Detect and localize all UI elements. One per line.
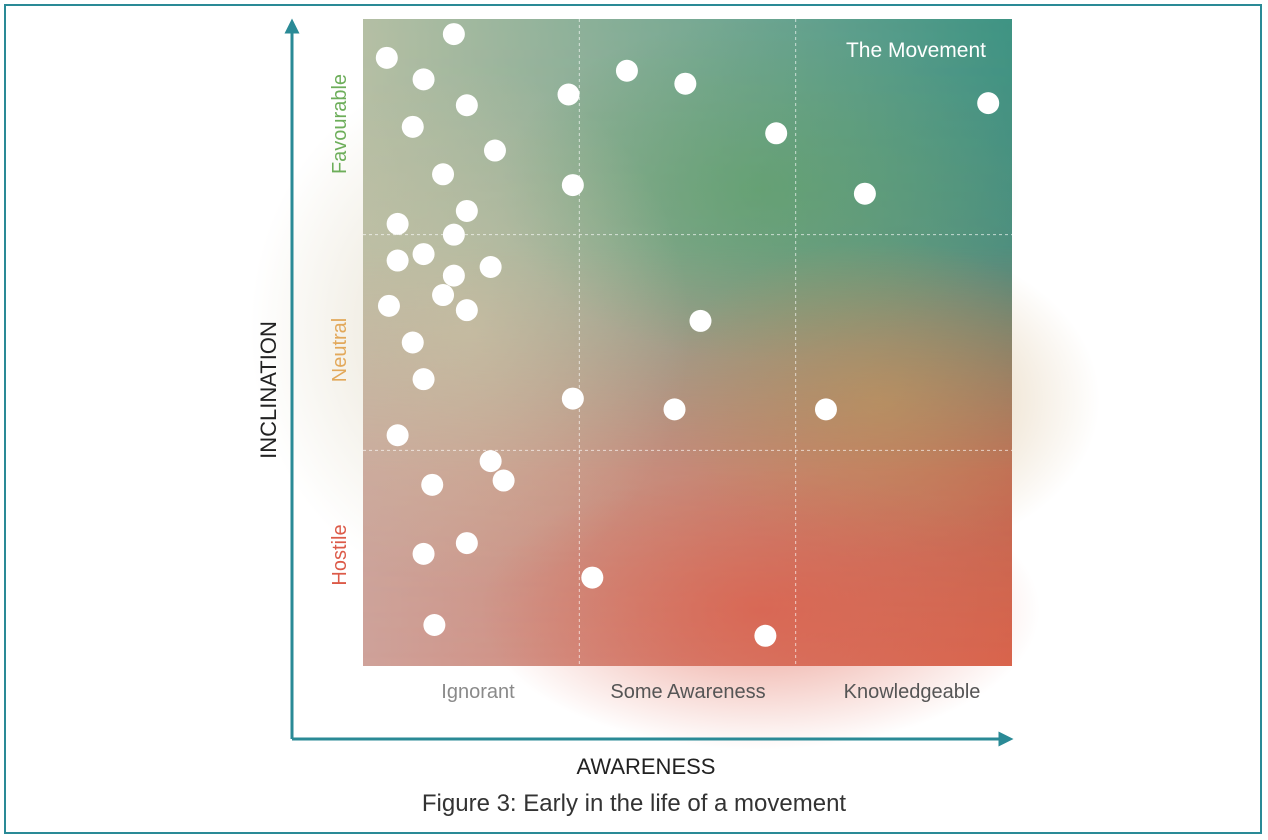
data-point — [412, 368, 435, 391]
data-point — [421, 473, 444, 496]
data-point — [442, 23, 465, 46]
data-point — [401, 115, 424, 138]
data-point — [492, 469, 515, 492]
data-point — [455, 94, 478, 117]
data-point — [432, 163, 455, 186]
data-point — [442, 264, 465, 287]
data-point — [455, 532, 478, 555]
y-axis-label: INCLINATION — [256, 321, 281, 459]
scatter-chart: The Movement Ignorant Some Awareness Kno… — [250, 18, 1100, 779]
data-point — [557, 83, 580, 106]
data-point — [814, 398, 837, 421]
data-point — [561, 174, 584, 197]
data-point — [689, 309, 712, 332]
y-tick-neutral: Neutral — [329, 318, 351, 382]
figure-frame — [4, 4, 1262, 834]
data-point — [479, 450, 502, 473]
data-point — [386, 424, 409, 447]
data-point — [401, 331, 424, 354]
y-tick-hostile: Hostile — [329, 524, 351, 585]
data-point — [412, 243, 435, 266]
data-point — [455, 299, 478, 322]
x-tick-some-awareness: Some Awareness — [610, 681, 765, 703]
data-point — [455, 199, 478, 222]
x-axis-label: AWARENESS — [577, 754, 716, 779]
data-point — [386, 212, 409, 235]
data-point — [412, 68, 435, 91]
figure-caption: Figure 3: Early in the life of a movemen… — [421, 790, 847, 817]
data-point — [375, 46, 398, 69]
plot-background — [250, 19, 1100, 750]
x-tick-knowledgeable: Knowledgeable — [844, 681, 981, 703]
y-tick-favourable: Favourable — [329, 74, 351, 174]
x-tick-ignorant: Ignorant — [441, 681, 515, 703]
data-point — [663, 398, 686, 421]
data-point — [615, 59, 638, 82]
data-point — [412, 542, 435, 565]
data-point — [442, 223, 465, 246]
annotation-the-movement: The Movement — [846, 39, 986, 62]
data-point — [483, 139, 506, 162]
data-point — [977, 92, 1000, 115]
data-point — [581, 566, 604, 589]
grid-lines — [363, 19, 1012, 666]
data-point — [423, 614, 446, 637]
data-point — [432, 284, 455, 307]
data-point — [377, 294, 400, 317]
data-point — [479, 256, 502, 279]
data-point — [674, 72, 697, 95]
data-point — [754, 624, 777, 647]
data-point — [561, 387, 584, 410]
data-point — [765, 122, 788, 145]
data-point — [386, 249, 409, 272]
data-points — [375, 23, 1000, 647]
data-point — [853, 182, 876, 205]
